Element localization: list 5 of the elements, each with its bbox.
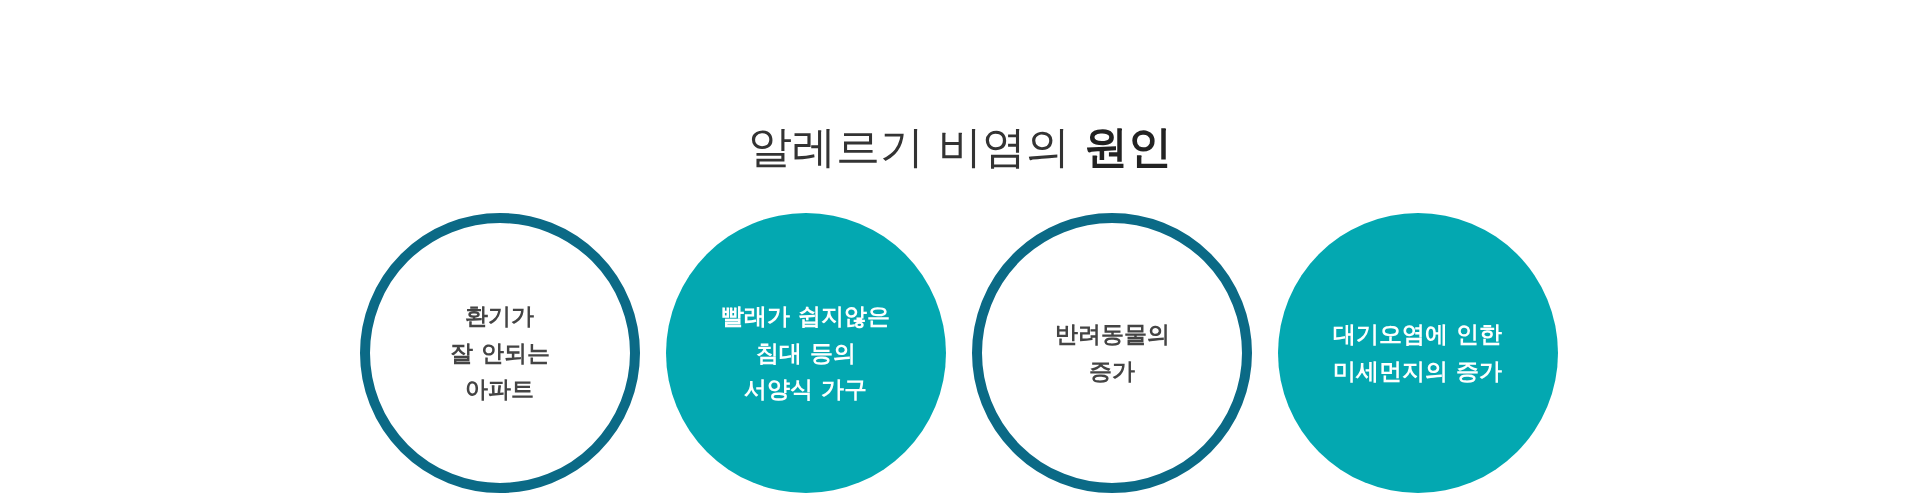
circle-label: 환기가 잘 안되는 아파트 [450,301,550,405]
title: 알레르기 비염의 원인 [747,120,1173,174]
circle-label: 빨래가 쉽지않은 침대 등의 서양식 가구 [721,301,891,405]
circle-label: 반려동물의 증가 [1054,320,1170,386]
circle-label: 대기오염에 인한 미세먼지의 증가 [1333,320,1503,386]
